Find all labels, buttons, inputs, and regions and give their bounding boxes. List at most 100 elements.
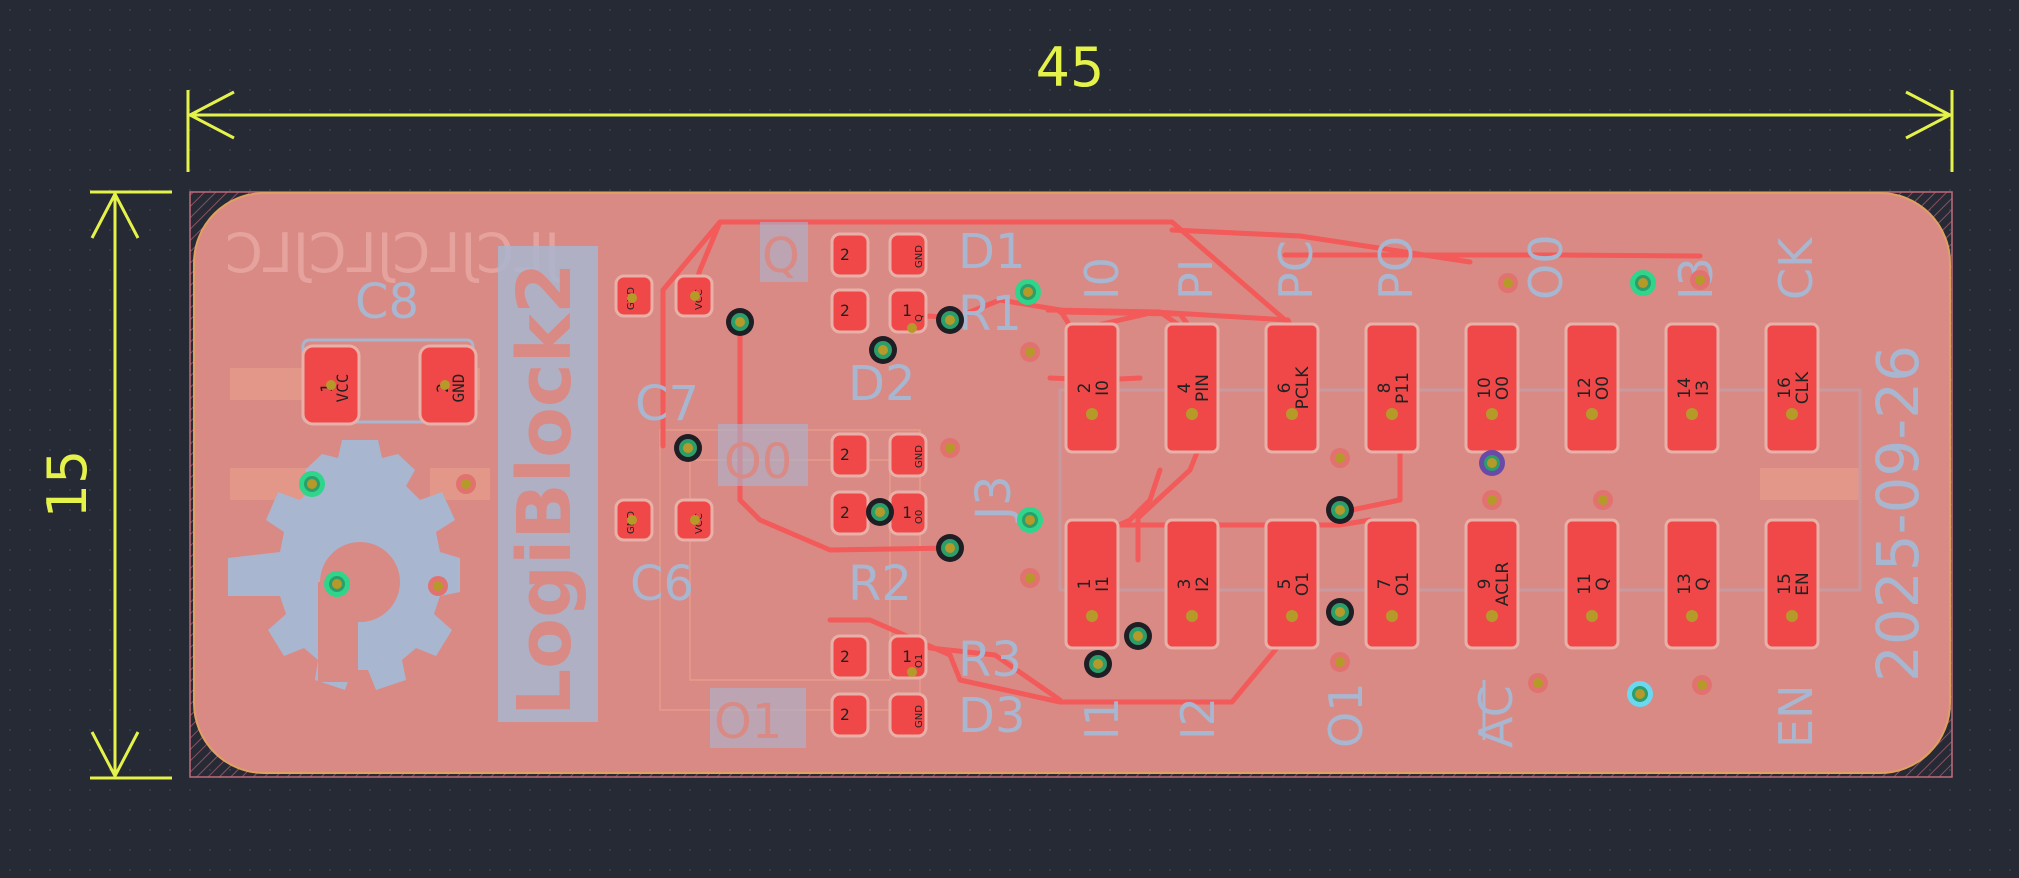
silk-label-o0: O0	[1519, 235, 1573, 300]
d1-pad-1[interactable]	[888, 232, 928, 278]
header-pad-10[interactable]: 10O0	[1464, 322, 1520, 454]
d3-pad-2[interactable]	[830, 692, 870, 738]
r3-pad-1-net: O1	[914, 654, 925, 668]
header-pad-6-label: 6PCLK	[1275, 366, 1313, 410]
dimension-width[interactable]: 45	[186, 36, 1954, 172]
silk-label-i1: I1	[1075, 697, 1129, 740]
header-pad-3[interactable]: 3I2	[1164, 518, 1220, 650]
c8-pad-1-label: 1	[317, 383, 336, 393]
logo-text: LogiBlock2	[502, 262, 588, 716]
c8-pad-1-net: VCC	[333, 374, 352, 403]
c8-footprint[interactable]: 1 VCC 2 GND	[301, 344, 478, 426]
via	[1482, 490, 1502, 510]
c6-pad-1-net: VCC	[694, 513, 705, 534]
via	[869, 336, 897, 364]
silk-label-pi: PI	[1169, 259, 1223, 300]
via	[936, 306, 964, 334]
via	[1498, 273, 1518, 293]
r3-pad-1[interactable]	[888, 634, 928, 680]
via	[1690, 270, 1710, 290]
via	[940, 438, 960, 458]
header-pad-4[interactable]: 4PIN	[1164, 322, 1220, 454]
header-pad-7-label: 7O1	[1375, 572, 1413, 596]
logo-background	[498, 246, 598, 722]
ref-o1: O1	[714, 694, 782, 750]
via	[1593, 490, 1613, 510]
via	[1330, 652, 1350, 672]
dimension-height-label: 15	[36, 450, 99, 519]
via	[1330, 448, 1350, 468]
via	[299, 471, 325, 497]
via	[324, 571, 350, 597]
header-pad-9[interactable]: 9ACLR	[1464, 518, 1520, 650]
via	[1020, 568, 1040, 588]
d1-pad-2[interactable]	[830, 232, 870, 278]
header-pad-3-label: 3I2	[1175, 576, 1213, 592]
header-pad-12-label: 12O0	[1575, 376, 1613, 400]
via	[1084, 650, 1112, 678]
ref-c6: C6	[630, 556, 694, 612]
ref-d1: D1	[958, 224, 1026, 280]
silk-label-en: EN	[1769, 685, 1823, 748]
ref-r1: R1	[958, 286, 1022, 342]
header-pad-8[interactable]: 8P11	[1364, 322, 1420, 454]
r3-pad-1-num: 1	[902, 647, 912, 666]
date-text: 2025-09-26	[1864, 345, 1932, 682]
d2-pad-1-net: GND	[914, 445, 925, 468]
header-pad-1[interactable]: 1I1	[1064, 518, 1120, 650]
r1-pad-1-net: Q	[914, 314, 925, 322]
header-pad-16[interactable]: 16CLK	[1764, 322, 1820, 454]
r2-pad-1-num: 1	[902, 503, 912, 522]
open-hardware-gear-icon	[228, 440, 460, 690]
silk-label-i0: I0	[1075, 257, 1129, 300]
d3-pad-1[interactable]	[888, 692, 928, 738]
via	[1692, 675, 1712, 695]
header-pad-6[interactable]: 6PCLK	[1264, 322, 1320, 454]
via	[1630, 270, 1656, 296]
via	[1124, 622, 1152, 650]
j3-header-footprint[interactable]: 2I0 4PIN 6PCLK 8P11 10O0 12O0 14I3 16CLK 1I1 3I2 5…	[1064, 322, 1820, 650]
dimension-width-label: 45	[1036, 36, 1105, 99]
silk-label-ac: AC	[1469, 685, 1523, 748]
dimension-height[interactable]: 15	[36, 190, 172, 780]
r2-pad-1-net: O0	[914, 510, 925, 524]
header-pad-14[interactable]: 14I3	[1664, 322, 1720, 454]
via	[1528, 673, 1548, 693]
smd-small-pads[interactable]: GND VCC 2 GND 2 1 Q 2 GND 2 1 O0 GND VCC	[614, 232, 928, 738]
d2-pad-2[interactable]	[830, 432, 870, 478]
d1-pad-1-net: GND	[914, 245, 925, 268]
r2-pad-2[interactable]	[830, 490, 870, 536]
ref-q: Q	[762, 228, 800, 284]
r3-pad-2[interactable]	[830, 634, 870, 680]
header-pad-16-label: 16CLK	[1775, 371, 1813, 404]
via	[1326, 598, 1354, 626]
via	[428, 576, 448, 596]
via	[726, 308, 754, 336]
header-pad-15[interactable]: 15EN	[1764, 518, 1820, 650]
via	[1479, 450, 1505, 476]
header-pad-2[interactable]: 2I0	[1064, 322, 1120, 454]
ref-r2: R2	[848, 556, 912, 612]
header-pad-5[interactable]: 5O1	[1264, 518, 1320, 650]
header-pad-7[interactable]: 7O1	[1364, 518, 1420, 650]
d1-pad-2-num: 2	[840, 245, 850, 264]
ref-o0: O0	[724, 434, 792, 490]
via	[1015, 279, 1041, 305]
r1-pad-1[interactable]	[888, 288, 928, 334]
r1-pad-2[interactable]	[830, 288, 870, 334]
via	[674, 434, 702, 462]
header-pad-4-label: 4PIN	[1175, 374, 1213, 402]
d3-pad-2-num: 2	[840, 705, 850, 724]
header-pad-13[interactable]: 13Q	[1664, 518, 1720, 650]
header-pad-12[interactable]: 12O0	[1564, 322, 1620, 454]
r1-pad-2-num: 2	[840, 301, 850, 320]
header-pad-2-label: 2I0	[1075, 380, 1113, 396]
d2-pad-1[interactable]	[888, 432, 928, 478]
header-pad-11-label: 11Q	[1575, 573, 1613, 595]
silk-label-i2: I2	[1171, 697, 1225, 740]
via	[866, 498, 894, 526]
silk-label-pc: PC	[1269, 240, 1323, 300]
header-pad-11[interactable]: 11Q	[1564, 518, 1620, 650]
header-pad-10-label: 10O0	[1475, 376, 1513, 400]
